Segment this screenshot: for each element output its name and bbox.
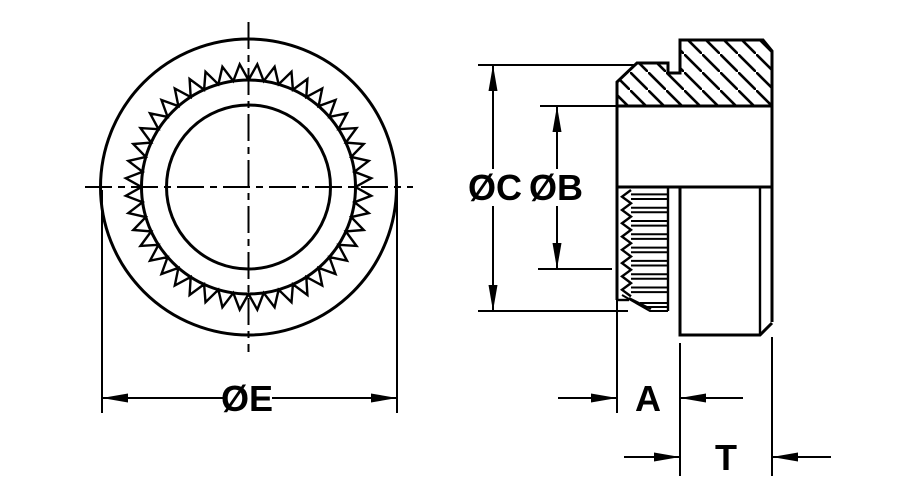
body-lower-outline — [678, 187, 774, 337]
outer-body-circle — [99, 37, 398, 337]
serration-ring — [122, 61, 375, 313]
bore-circle — [165, 103, 332, 271]
ext-lines-ob — [538, 105, 617, 270]
ext-lines-oe — [101, 190, 398, 413]
arrow-ob-top — [552, 106, 562, 132]
knurl-left-zigzag — [619, 189, 634, 298]
arrow-t-right — [772, 452, 798, 462]
arrow-t-left — [654, 452, 680, 462]
arrow-oe-left — [102, 393, 128, 403]
arrow-oc-bottom — [488, 285, 498, 311]
arrow-a-left — [591, 393, 617, 403]
knurl-bottom-taper — [621, 294, 668, 312]
dim-label-ob: ØB — [529, 167, 583, 208]
dim-label-oe: ØE — [221, 378, 273, 419]
arrow-a-right — [680, 393, 706, 403]
front-view — [85, 22, 413, 352]
side-section-view — [615, 38, 774, 337]
arrow-ob-bottom — [552, 243, 562, 269]
arrow-oc-top — [488, 65, 498, 91]
dimensions: ØE ØC ØB A T — [101, 64, 831, 478]
arrow-oe-right — [371, 393, 397, 403]
ext-lines-oc — [478, 64, 634, 312]
dim-label-oc: ØC — [468, 167, 522, 208]
dim-label-t: T — [715, 437, 737, 478]
dim-label-a: A — [635, 378, 661, 419]
upper-profile-outline — [615, 38, 774, 322]
section-hatch-area — [617, 40, 772, 106]
knurl-tooth-lines — [631, 193, 668, 294]
